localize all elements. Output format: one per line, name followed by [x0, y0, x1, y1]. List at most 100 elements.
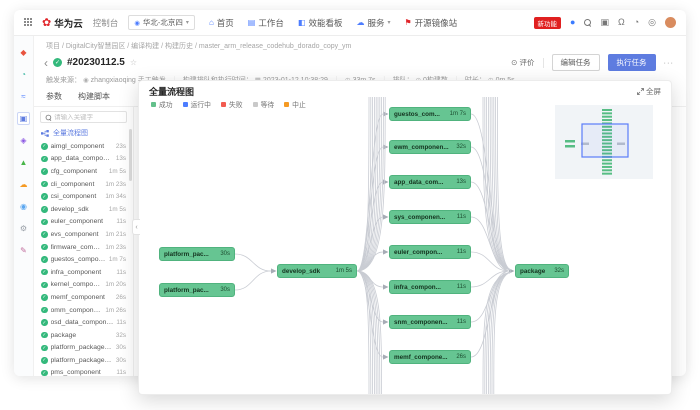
- build-actions: ⊙ 评价 编辑任务 执行任务 ···: [511, 54, 674, 71]
- rail-icon-deploy[interactable]: ◉: [20, 202, 27, 211]
- rail-icon-test[interactable]: ▲: [19, 158, 28, 167]
- topnav-right: 新功能 ● ▣ Ω ◔ ◎: [533, 16, 676, 29]
- avatar-icon[interactable]: [665, 17, 676, 28]
- flow-node-r7[interactable]: snm_componen...11s: [389, 315, 471, 329]
- rail-icon-code[interactable]: ◈: [20, 136, 27, 145]
- user-icon: ◉: [83, 77, 89, 84]
- flow-node-p2[interactable]: platform_pac...30s: [159, 283, 235, 297]
- run-task-button[interactable]: 执行任务: [607, 54, 656, 71]
- minimap[interactable]: [555, 105, 653, 179]
- console-link[interactable]: 控制台: [92, 17, 119, 28]
- flow-node-r3[interactable]: app_data_com...13s: [389, 175, 471, 189]
- rail-icon-settings[interactable]: ⚙: [19, 224, 28, 233]
- apps-grid-icon[interactable]: [24, 17, 34, 28]
- success-check-icon: ✓: [41, 231, 48, 238]
- rail-icon-build[interactable]: ▣: [17, 112, 30, 125]
- star-icon[interactable]: ☆: [129, 58, 138, 67]
- rail-icon-pipeline[interactable]: ≈: [21, 92, 26, 101]
- flow-node-r6[interactable]: infra_compon...11s: [389, 280, 471, 294]
- nav-workbench[interactable]: ▤工作台: [247, 17, 284, 28]
- meta-item: 触发来源：◉zhangxiaoqing 手工触发: [46, 77, 166, 84]
- rail-icon-artifact[interactable]: ☁: [19, 180, 28, 189]
- fullscreen-button[interactable]: 全屏: [637, 86, 661, 97]
- success-check-icon: ✓: [41, 319, 48, 326]
- flow-icon: [41, 129, 49, 137]
- sidebar-item-full-flow[interactable]: 全量流程图: [34, 126, 133, 140]
- topnav-menus: ⌂首页 ▤工作台 ◧效能看板 ☁服务▾ ⚑开源镜像站: [209, 17, 457, 29]
- success-check-icon: ✓: [41, 180, 48, 188]
- rail-icon-edit[interactable]: ✎: [20, 246, 27, 255]
- legend-失败: 失败: [220, 99, 243, 109]
- review-button[interactable]: ⊙ 评价: [511, 58, 535, 67]
- search-icon[interactable]: [584, 19, 592, 26]
- edit-task-button[interactable]: 编辑任务: [551, 54, 600, 71]
- success-check-icon: ✓: [41, 331, 48, 339]
- console-window-icon[interactable]: ▣: [600, 17, 609, 27]
- success-check-icon: ✓: [41, 256, 48, 263]
- nav-services[interactable]: ☁服务▾: [356, 17, 391, 28]
- nav-mirrors[interactable]: ⚑开源镜像站: [404, 17, 458, 28]
- help-icon[interactable]: ◔: [633, 17, 640, 27]
- success-check-icon: ✓: [41, 306, 48, 314]
- chevron-down-icon: ▾: [185, 20, 189, 26]
- brand-title: 华为云: [54, 18, 83, 30]
- rail-icon-overview[interactable]: ◔: [21, 70, 26, 79]
- legend-中止: 中止: [284, 99, 306, 109]
- dashboard-icon: ◧: [297, 18, 306, 27]
- more-button[interactable]: ···: [663, 58, 674, 67]
- notifications-icon[interactable]: Ω: [617, 17, 625, 27]
- new-feature-badge[interactable]: 新功能: [533, 16, 562, 29]
- status-legend: 成功运行中失败等待中止: [151, 99, 306, 109]
- left-icon-rail: ◆ ◔ ≈ ▣ ◈ ▲ ☁ ◉ ⚙ ✎: [14, 36, 34, 376]
- topnav-right-icons: ● ▣ Ω ◔ ◎: [570, 17, 676, 28]
- top-nav: ✿ 华为云 控制台 ◉ 华北-北京四 ▾ ⌂首页 ▤工作台 ◧效能看板 ☁服务▾ ⚑开源…: [14, 10, 686, 36]
- flow-node-r8[interactable]: memf_compone...26s: [389, 350, 471, 364]
- success-check-icon: ✓: [41, 243, 48, 251]
- success-check-icon: ✓: [41, 357, 48, 364]
- back-button[interactable]: ‹: [44, 55, 48, 70]
- services-icon: ☁: [356, 18, 365, 27]
- success-check-icon: ✓: [53, 58, 62, 67]
- nav-home[interactable]: ⌂首页: [208, 17, 234, 28]
- list-scrollbar[interactable]: [129, 129, 132, 181]
- tab-params[interactable]: 参数: [46, 92, 62, 101]
- flow-node-r4[interactable]: sys_componen...11s: [389, 210, 471, 224]
- workbench-icon: ▤: [247, 18, 256, 27]
- tab-build-script[interactable]: 构建脚本: [78, 92, 110, 101]
- flow-node-r1[interactable]: guestos_com...1m 7s: [389, 107, 471, 121]
- flow-node-p1[interactable]: platform_pac...30s: [159, 247, 235, 261]
- rail-icon-project-logo[interactable]: ◆: [20, 48, 27, 57]
- region-selector[interactable]: ◉ 华北-北京四 ▾: [128, 15, 195, 30]
- flow-node-r2[interactable]: ewm_componen...32s: [389, 140, 471, 154]
- collapse-handle[interactable]: ‹: [132, 219, 140, 235]
- language-icon[interactable]: ◎: [648, 17, 656, 27]
- huawei-logo-icon: ✿: [42, 17, 52, 29]
- search-input[interactable]: [54, 113, 122, 121]
- flow-node-r5[interactable]: euler_compon...11s: [389, 245, 471, 259]
- nav-dashboard[interactable]: ◧效能看板: [297, 17, 343, 28]
- user-center-icon[interactable]: ●: [570, 17, 576, 27]
